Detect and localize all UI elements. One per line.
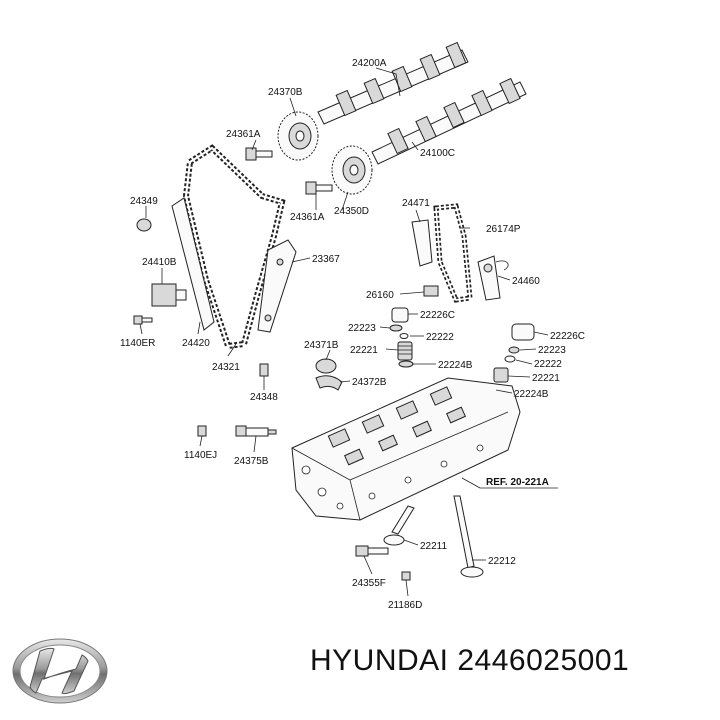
label-22222-a: 22222 [426,332,454,343]
oil-control-valve-24375B [235,425,277,437]
brand-name: HYUNDAI [310,644,449,677]
label-24350D: 24350D [334,206,369,217]
cylinder-head [291,377,521,521]
label-24355F: 24355F [352,578,386,589]
label-22221-b: 22221 [532,373,560,384]
label-24375B: 24375B [234,456,269,467]
cam-sprocket-intake [277,111,319,161]
chain-guide-24471 [411,219,433,267]
part-caption: HYUNDAI 2446025001 [310,636,715,686]
label-24361A-mid: 24361A [290,212,325,223]
label-22211: 22211 [420,541,448,552]
label-24370B: 24370B [268,87,303,98]
part-labels: 24200A 24370B 24361A 24100C 24349 24361A… [120,58,585,611]
label-24460: 24460 [512,276,540,287]
label-1140EJ: 1140EJ [184,450,217,461]
label-24348: 24348 [250,392,278,403]
bolt-24348 [259,363,269,377]
spring-22221-left [397,341,413,361]
lifter-22226C-left [391,307,409,323]
valve-22212 [453,495,484,578]
sensor-24355F [355,545,389,557]
label-22223-b: 22223 [538,345,566,356]
label-22212: 22212 [488,556,516,567]
leader-lines [139,67,558,597]
cam-sprocket-exhaust [331,145,373,195]
label-22224B-b: 22224B [514,389,549,400]
label-24371B: 24371B [304,340,339,351]
label-22226C-b: 22226C [550,331,585,342]
camshaft-intake [317,41,469,125]
bolt-24349 [136,218,152,232]
keeper-22222-right [504,355,516,363]
sprocket-bolt-mid [305,181,333,195]
label-22222-b: 22222 [534,359,562,370]
label-ref-20-221A: REF. 20-221A [486,477,549,488]
label-1140ER: 1140ER [120,338,155,349]
bolt-1140EJ [197,425,207,437]
lifter-22226C-right [511,323,535,341]
label-24100C: 24100C [420,148,455,159]
label-24349: 24349 [130,196,158,207]
sprocket-bolt-top [245,147,273,161]
timing-chain-main [182,144,286,350]
chain-tensioner-arm [171,197,215,331]
retainer-22223-right [508,346,520,354]
label-24321: 24321 [212,362,240,373]
label-24410B: 24410B [142,257,177,268]
retainer-22223-left [389,324,403,332]
label-22226C-a: 22226C [420,310,455,321]
label-24420: 24420 [182,338,210,349]
hyundai-logo-icon [12,638,108,704]
label-24471: 24471 [402,198,430,209]
label-26174P: 26174P [486,224,521,235]
bolt-21186D [401,571,411,581]
timing-chain-secondary [433,203,473,303]
label-22224B-a: 22224B [438,360,473,371]
bearing-24371B [315,358,337,374]
label-22223-a: 22223 [348,323,376,334]
label-22221-a: 22221 [350,345,378,356]
bolt-26160 [423,285,439,297]
label-24372B: 24372B [352,377,387,388]
spring-26174P [495,260,509,271]
part-number: 2446025001 [457,644,630,677]
valve-22211 [383,505,415,546]
label-23367: 23367 [312,254,340,265]
chain-tensioner [151,283,187,307]
bolt-1140ER [133,315,153,325]
chain-guide [257,239,297,333]
label-21186D: 21186D [388,600,422,611]
spring-22221-right [493,367,509,383]
label-24200A: 24200A [352,58,387,69]
tensioner-24460 [477,255,501,301]
keeper-22222-left [399,333,409,339]
camshaft-exhaust [371,77,527,165]
label-24361A-top: 24361A [226,129,261,140]
label-26160: 26160 [366,290,394,301]
seat-22224B-left [398,360,414,368]
bearing-24372B [315,375,343,391]
